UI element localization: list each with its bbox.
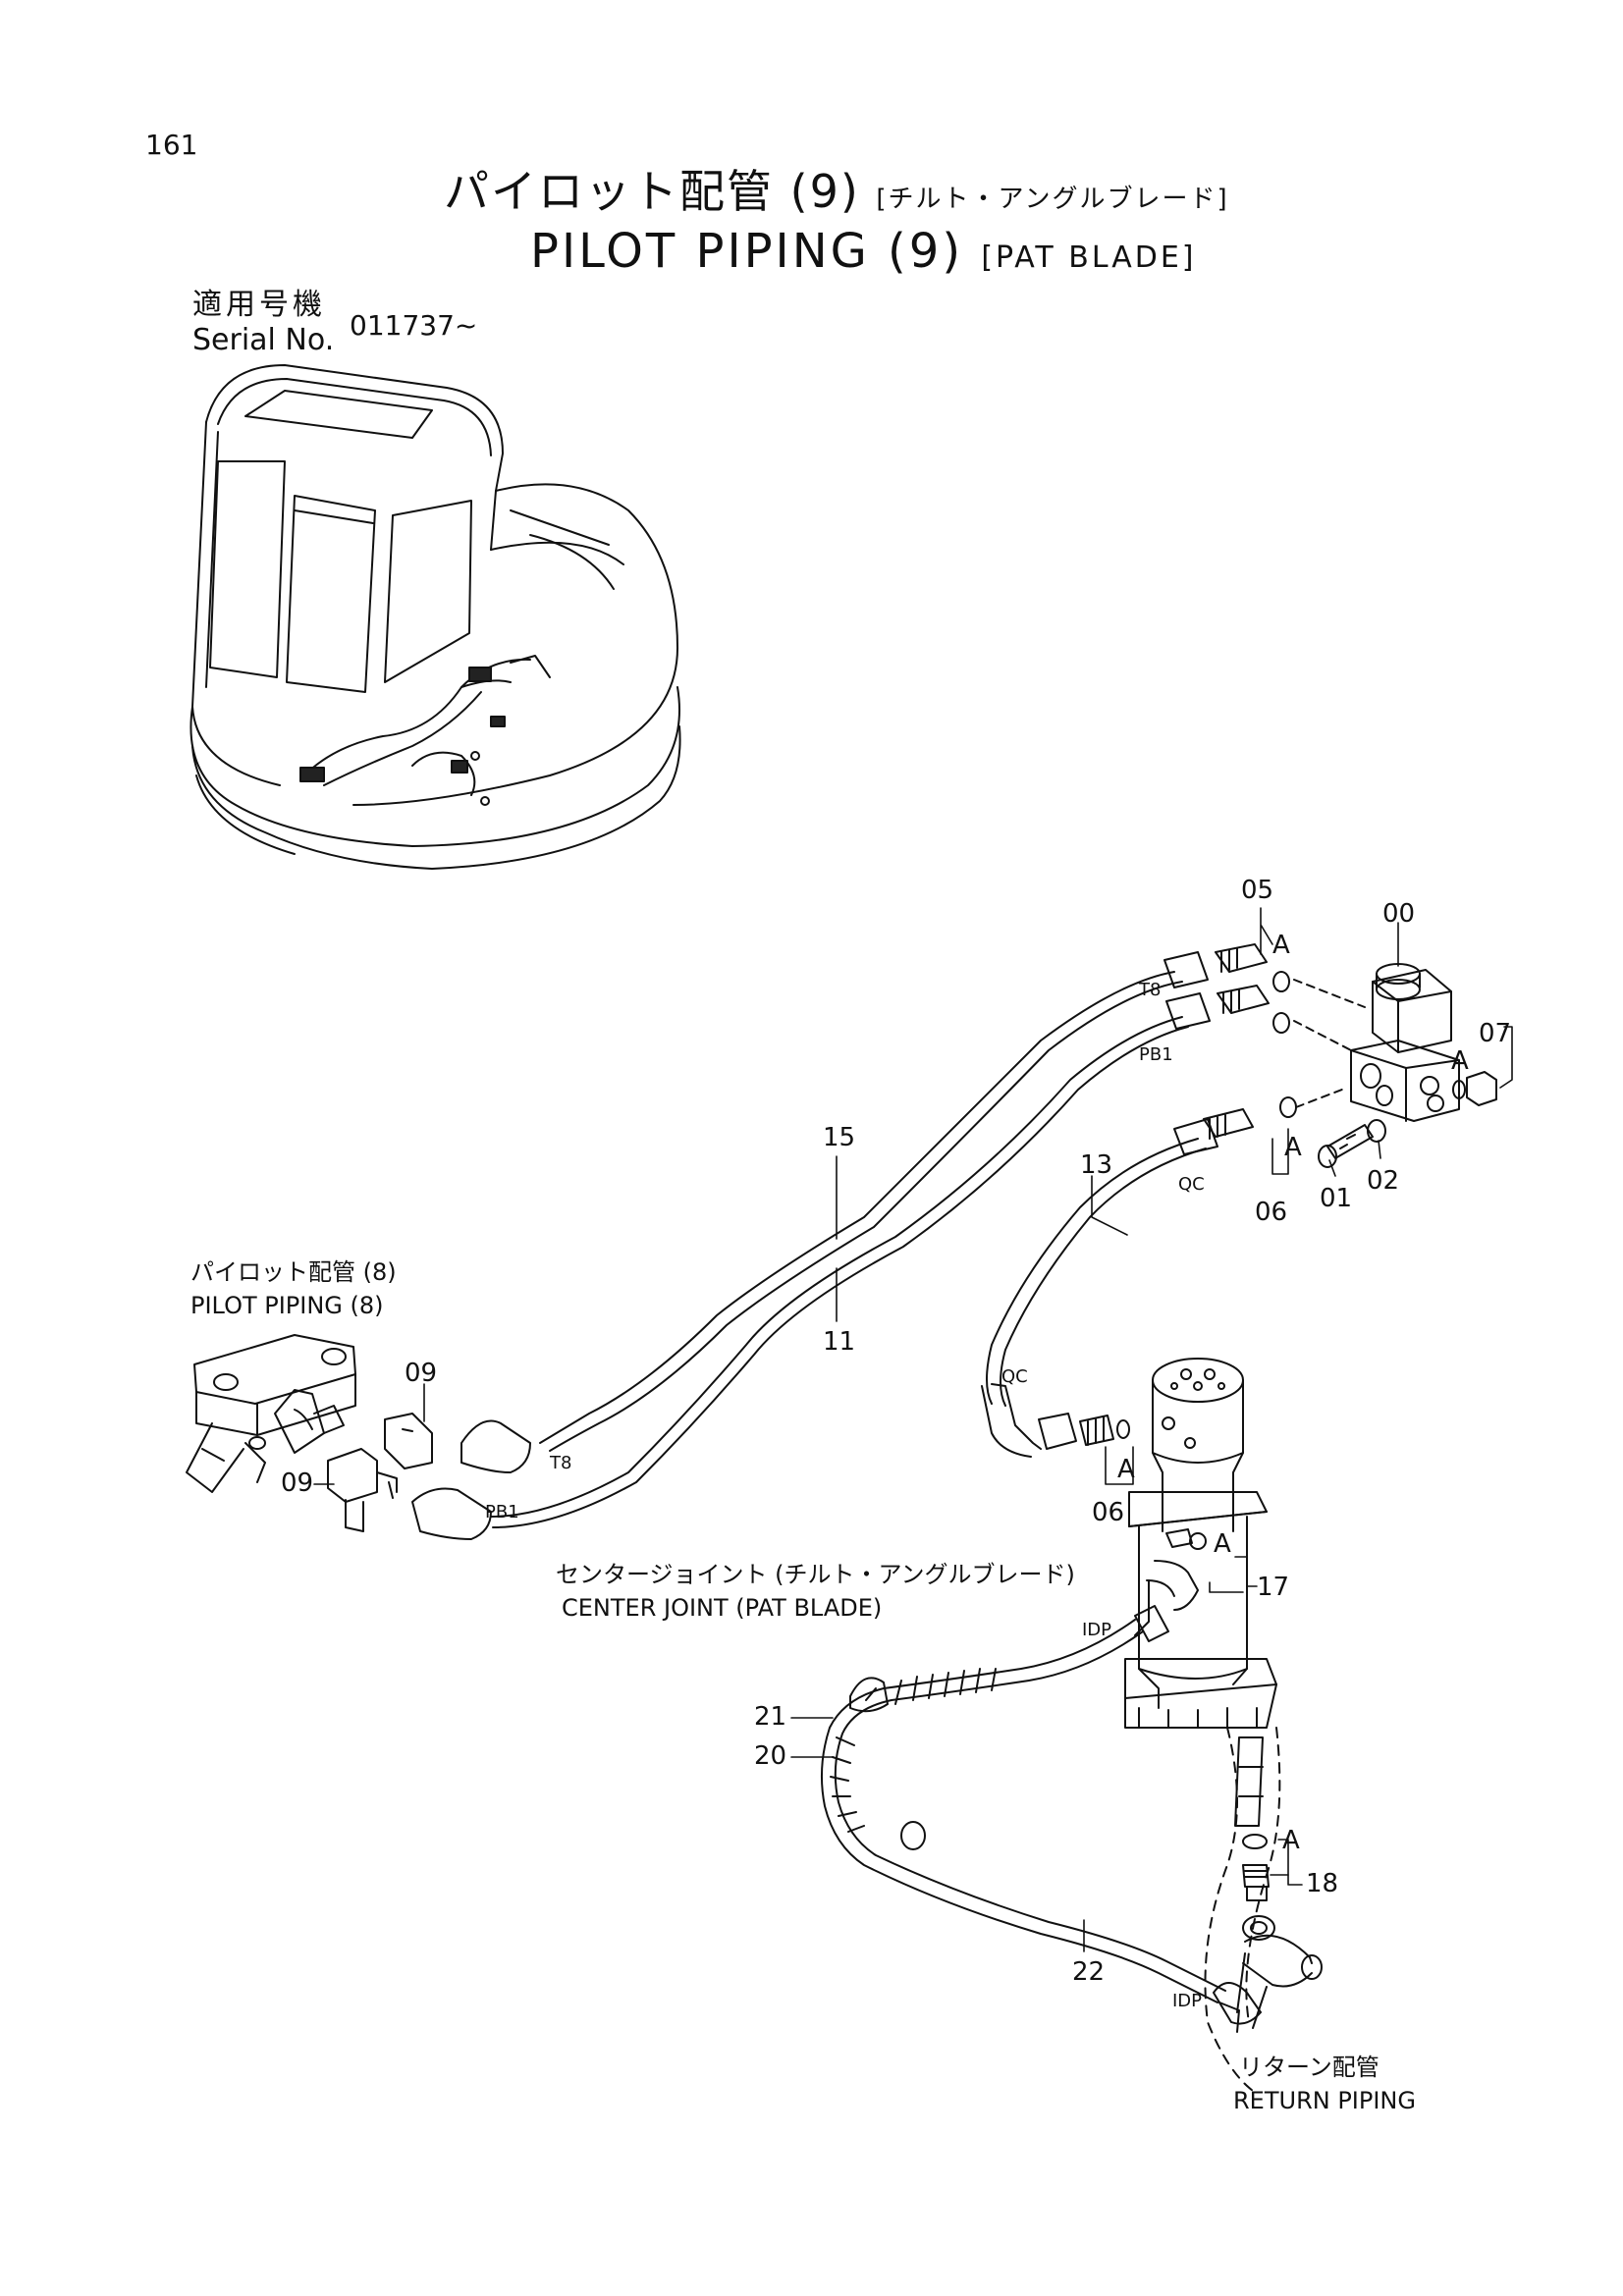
title-english-main: PILOT PIPING (9) xyxy=(530,224,964,279)
pilot-valve-bank-left xyxy=(187,1335,432,1531)
part-06-upper: 06 xyxy=(1255,1198,1288,1227)
part-13: 13 xyxy=(1080,1150,1113,1180)
serial-label-jp: 適用号機 xyxy=(192,288,326,322)
marker-a-4: A xyxy=(1117,1455,1135,1484)
title-japanese-sub: [チルト・アングルブレード] xyxy=(876,185,1229,214)
title-japanese-main: パイロット配管 (9) xyxy=(444,165,860,218)
ref-return-piping-en: RETURN PIPING xyxy=(1233,2087,1416,2114)
port-idp-lower: IDP xyxy=(1172,1991,1203,2011)
part-06-lower: 06 xyxy=(1092,1498,1125,1527)
port-idp-upper: IDP xyxy=(1082,1620,1112,1640)
marker-a-5: A xyxy=(1214,1529,1231,1559)
part-11: 11 xyxy=(823,1327,856,1357)
ref-pilot-piping-8-en: PILOT PIPING (8) xyxy=(190,1292,384,1319)
part-05: 05 xyxy=(1241,876,1274,905)
port-pb1-bottom: PB1 xyxy=(485,1502,519,1522)
port-t8-top: T8 xyxy=(1139,980,1162,1000)
part-09-upper: 09 xyxy=(405,1359,438,1388)
marker-a-6: A xyxy=(1282,1826,1300,1855)
part-07: 07 xyxy=(1479,1019,1512,1048)
part-09-lower: 09 xyxy=(281,1468,314,1498)
return-fittings xyxy=(1237,1835,1322,2028)
port-qc-top: QC xyxy=(1178,1174,1205,1195)
port-qc-bottom: QC xyxy=(1001,1366,1028,1387)
ref-return-piping-jp: リターン配管 xyxy=(1239,2054,1380,2081)
part-00: 00 xyxy=(1382,899,1416,929)
ref-pilot-piping-8-jp: パイロット配管 (8) xyxy=(190,1258,397,1286)
hose-22 xyxy=(822,1606,1261,2032)
hose-13 xyxy=(982,1119,1217,1457)
port-t8-bottom: T8 xyxy=(550,1453,572,1473)
part-01: 01 xyxy=(1320,1184,1353,1213)
serial-value: 011737~ xyxy=(350,309,478,342)
leader-lines xyxy=(314,908,1512,1951)
adapters-upper xyxy=(1204,944,1365,1139)
title-english: PILOT PIPING (9) [PAT BLADE] xyxy=(530,228,1197,275)
marker-a-3: A xyxy=(1284,1133,1302,1162)
marker-a-2: A xyxy=(1451,1046,1469,1076)
pilot-valve-block xyxy=(1319,964,1496,1167)
page-number: 161 xyxy=(145,129,198,161)
marker-a-1: A xyxy=(1272,931,1290,960)
ref-center-joint-jp: センタージョイント (チルト・アングルブレード) xyxy=(556,1561,1075,1588)
port-pb1-top: PB1 xyxy=(1139,1044,1173,1065)
title-english-sub: [PAT BLADE] xyxy=(981,240,1197,275)
center-joint xyxy=(1125,1359,1279,2091)
serial-label-en: Serial No. xyxy=(192,323,335,357)
hoses-11-15 xyxy=(412,952,1210,1539)
part-02: 02 xyxy=(1367,1166,1400,1196)
part-15: 15 xyxy=(823,1123,856,1152)
title-japanese: パイロット配管 (9) [チルト・アングルブレード] xyxy=(444,169,1229,214)
ref-center-joint-en: CENTER JOINT (PAT BLADE) xyxy=(562,1594,883,1622)
part-18: 18 xyxy=(1306,1869,1339,1898)
part-22: 22 xyxy=(1072,1957,1106,1987)
part-17: 17 xyxy=(1257,1573,1290,1602)
part-20: 20 xyxy=(754,1741,787,1771)
part-21: 21 xyxy=(754,1702,787,1732)
excavator-cab-illustration xyxy=(190,365,679,869)
